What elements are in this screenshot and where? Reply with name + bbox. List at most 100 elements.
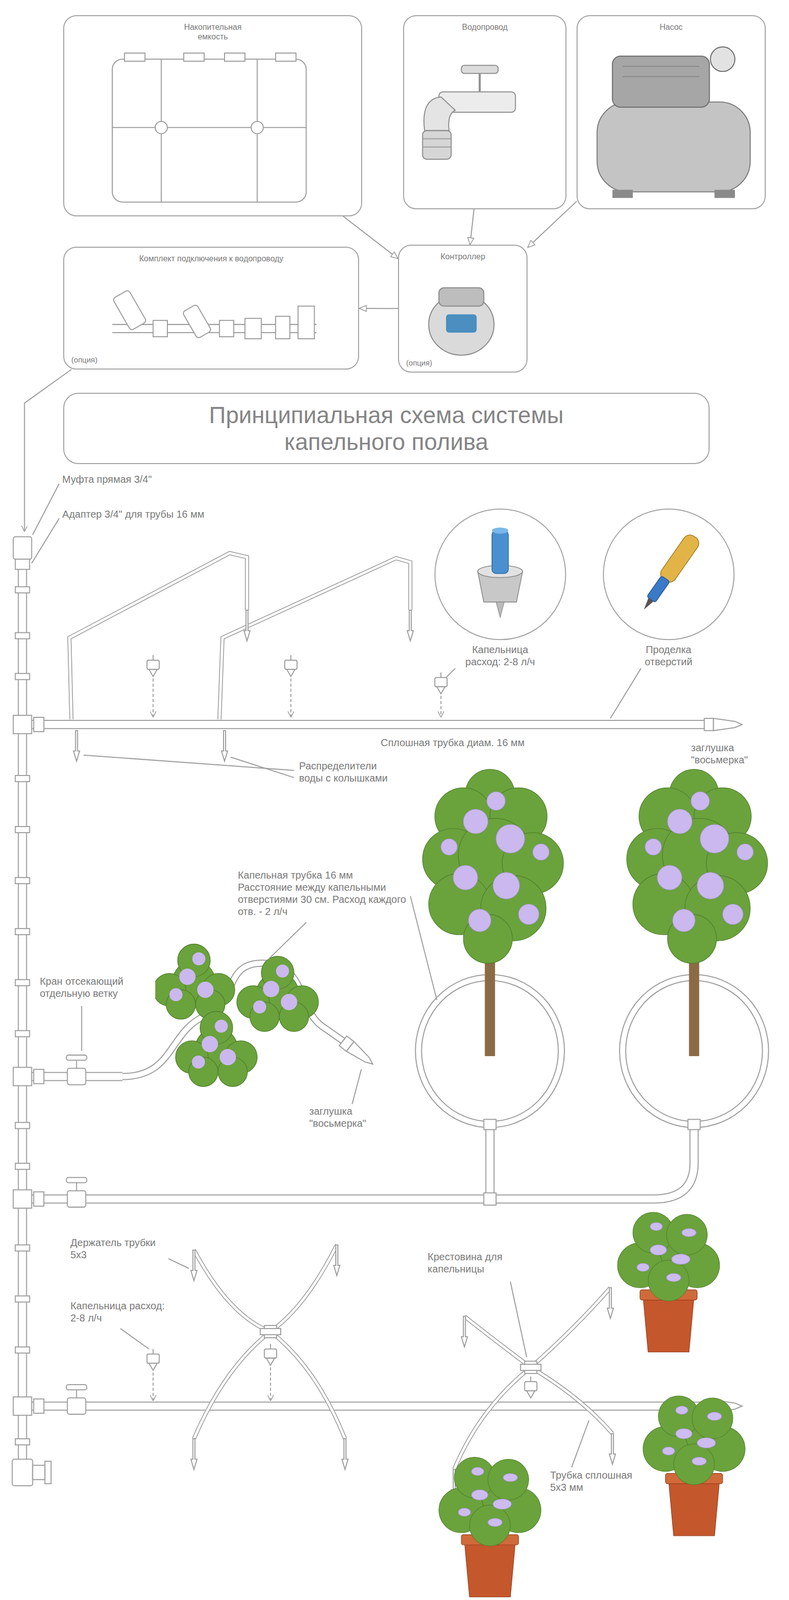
storage-tank <box>155 121 168 134</box>
part-label: Кран отсекающий отдельную ветку <box>38 975 156 1000</box>
leader-line <box>230 757 294 778</box>
insert-arrow <box>290 678 292 717</box>
node-title: Капельница расход: 2-8 л/ч <box>454 643 546 669</box>
irrigation-illustration <box>175 1012 257 1088</box>
cross-fitting <box>520 1365 541 1372</box>
micro-tube <box>464 1317 531 1369</box>
coupling <box>15 587 30 594</box>
coupling <box>15 980 30 987</box>
leader-line <box>610 668 642 719</box>
irrigation-illustration <box>407 610 414 642</box>
part-label: Адаптер 3/4" для трубы 16 мм <box>61 508 206 521</box>
pipe <box>30 721 705 729</box>
connection-kit <box>275 316 290 339</box>
part-label: Капельница расход: 2-8 л/ч <box>69 1300 169 1325</box>
water-tap <box>422 138 452 140</box>
insert-arrow <box>440 696 442 717</box>
controller <box>428 287 495 356</box>
hole-punch-tool <box>637 532 702 615</box>
controller <box>439 287 485 306</box>
coupling <box>15 1163 30 1170</box>
cross-fitting <box>260 1326 542 1375</box>
hole-punch-tool <box>646 576 670 603</box>
water-tap <box>478 73 481 92</box>
circle-outline <box>603 509 734 640</box>
water-tap <box>423 97 456 131</box>
circle-outline <box>434 509 566 640</box>
tee-fitting <box>13 1397 32 1416</box>
leader-line <box>83 755 294 771</box>
irrigation-illustration <box>190 1439 197 1471</box>
coupling <box>15 1347 30 1354</box>
insert-arrow <box>152 1373 154 1401</box>
pump <box>622 65 699 67</box>
coupling-top <box>13 537 32 560</box>
irrigation-illustration <box>341 1439 348 1471</box>
irrigation-illustration <box>626 769 768 1057</box>
leader-line <box>31 484 642 1469</box>
tee-fitting <box>484 1193 497 1206</box>
irrigation-illustration <box>339 1036 377 1070</box>
end-valve <box>45 1461 52 1484</box>
pipe <box>30 1403 705 1411</box>
micro-tube <box>454 1368 531 1471</box>
irrigation-illustration <box>439 1457 542 1598</box>
irrigation-illustration <box>642 1396 745 1537</box>
end-valve <box>12 1459 33 1486</box>
end-valve <box>12 1459 52 1486</box>
node-note: (опция) <box>406 358 433 368</box>
micro-tube <box>270 1245 337 1333</box>
irrigation-illustration <box>73 730 80 762</box>
water-tap <box>461 65 499 74</box>
dripper-detail <box>492 528 509 535</box>
coupling <box>15 1245 30 1252</box>
micro-tube <box>193 1332 271 1440</box>
irrigation-illustration <box>704 718 742 731</box>
connection-kit <box>153 320 168 337</box>
water-tap <box>422 65 516 160</box>
part-label: Муфта прямая 3/4" <box>61 473 153 486</box>
irrigation-illustration <box>66 1055 87 1086</box>
irrigation-illustration <box>66 1385 87 1416</box>
irrigation-illustration <box>609 1434 616 1466</box>
pump <box>612 189 633 198</box>
irrigation-illustration <box>333 1245 340 1277</box>
leader-line <box>446 668 456 678</box>
irrigation-illustration <box>264 1344 277 1366</box>
leader-line <box>120 1329 150 1350</box>
tee-fitting <box>687 1119 700 1130</box>
node-title: Комплект подключения к водопроводу <box>69 247 354 264</box>
connection-kit <box>182 304 212 340</box>
storage-tank <box>124 53 145 62</box>
storage-tank <box>112 59 306 203</box>
insert-arrow <box>270 1368 272 1401</box>
micro-tube <box>193 1332 271 1440</box>
leader-line <box>165 1257 189 1269</box>
tee-fitting <box>33 1069 45 1084</box>
feed-line <box>24 369 72 532</box>
micro-tube <box>270 1332 345 1440</box>
pipe <box>30 720 705 730</box>
irrigation-illustration <box>236 956 319 1033</box>
detail-circle: Капельница расход: 2-8 л/ч <box>433 508 567 670</box>
connection-kit <box>112 289 317 339</box>
tee-fitting <box>13 1190 32 1209</box>
flow-arrow <box>359 308 399 310</box>
irrigation-illustration <box>190 1250 197 1282</box>
component-box: Накопительная емкость <box>63 15 363 217</box>
leader-line <box>510 1282 527 1358</box>
part-label: заглушка "восьмерка" <box>689 741 786 767</box>
irrigation-illustration <box>617 1212 720 1353</box>
part-label: Держатель трубки 5х3 <box>69 1237 169 1262</box>
tee-fitting <box>33 717 45 732</box>
leader-line <box>410 896 437 1001</box>
coupling <box>15 826 30 834</box>
pump <box>597 47 751 199</box>
irrigation-illustration <box>524 1377 537 1399</box>
water-tap <box>422 130 452 160</box>
part-label: заглушка "восьмерка" <box>308 1105 403 1130</box>
node-title: Насос <box>628 16 715 32</box>
component-box: Контроллер(опция) <box>398 244 528 373</box>
